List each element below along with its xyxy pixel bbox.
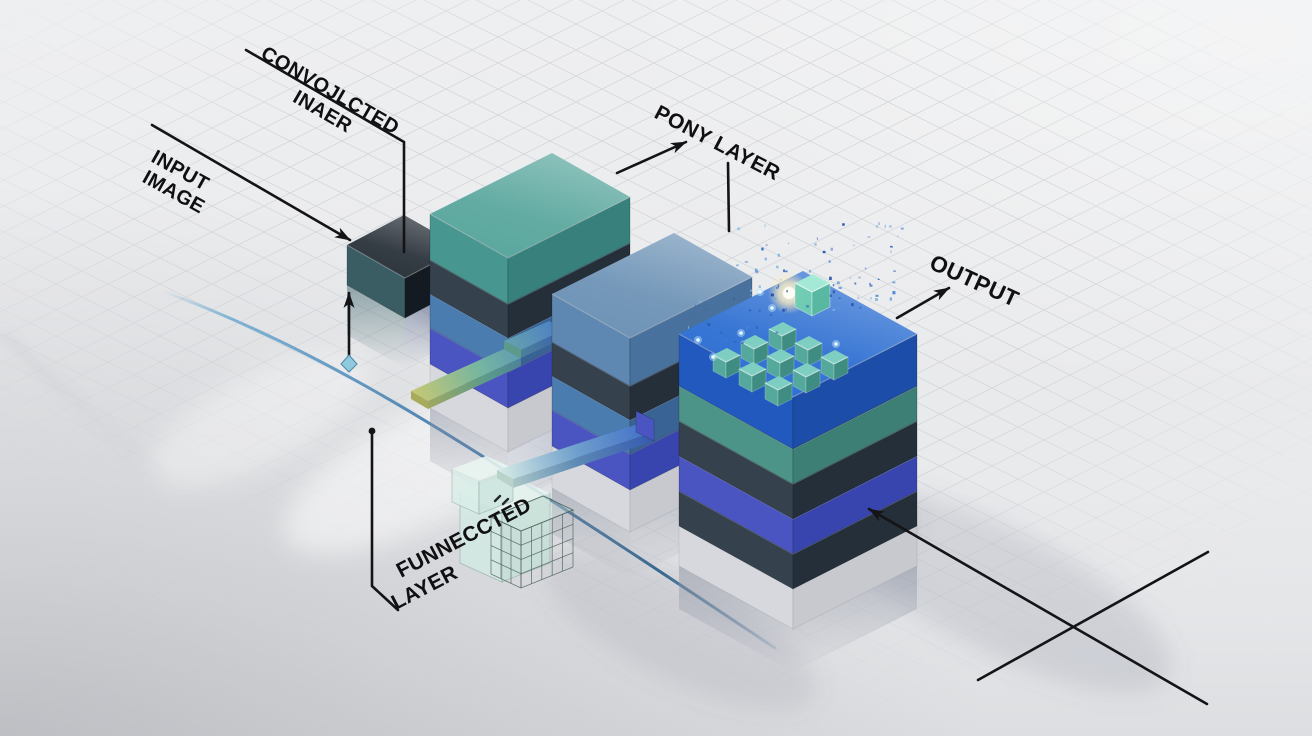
feature-cubes <box>712 322 849 407</box>
blue-ribbon <box>497 410 655 488</box>
input-leader-arrow <box>150 123 352 242</box>
output-long-arrow <box>867 507 1209 706</box>
gradient-ribbon <box>411 321 566 409</box>
pony-arrow <box>615 140 688 175</box>
funnected-leader-line <box>370 429 400 612</box>
output-stack <box>678 271 918 630</box>
output-arrow <box>895 286 951 320</box>
scene <box>0 153 1172 710</box>
floating-cube <box>759 263 831 323</box>
convolucted-leader-line <box>244 48 406 254</box>
cross-line <box>976 550 1210 682</box>
particle-burst <box>688 222 904 361</box>
pony-leader-line <box>726 161 731 233</box>
floor-node <box>340 354 358 373</box>
glass-cube <box>451 456 575 589</box>
